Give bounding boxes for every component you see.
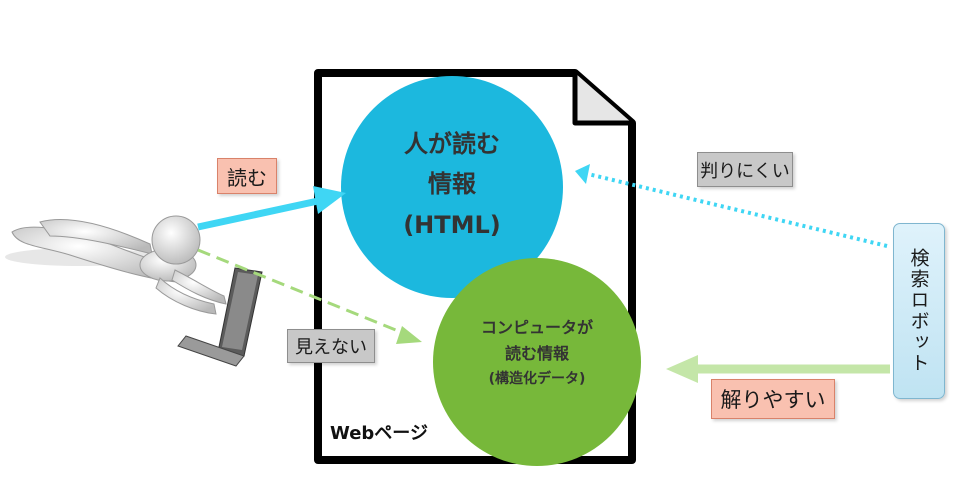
invisible-arrow-head <box>396 326 422 344</box>
read-label: 読む <box>217 158 277 194</box>
easy-to-understand-label: 解りやすい <box>711 379 835 419</box>
search-robot-label: 検索ロボット <box>907 248 930 374</box>
search-robot-box: 検索ロボット <box>893 223 945 399</box>
person-with-laptop-icon <box>5 215 263 367</box>
hard-to-understand-label: 判りにくい <box>697 152 793 187</box>
invisible-arrow <box>197 248 409 337</box>
computer-info-text: コンピュータが 読む情報 (構造化データ) <box>455 317 619 389</box>
human-info-line3: (HTML) <box>403 210 501 239</box>
human-info-line2: 情報 <box>428 170 476 199</box>
human-info-line1: 人が読む <box>404 130 500 158</box>
computer-info-line2: 読む情報 <box>504 343 569 363</box>
read-arrow <box>197 197 319 231</box>
computer-info-line3: (構造化データ) <box>488 371 586 388</box>
computer-info-line1: コンピュータが <box>480 318 593 337</box>
hard-arrow <box>587 172 888 248</box>
read-arrow-head <box>313 186 346 214</box>
computer-info-circle <box>433 258 641 466</box>
invisible-label: 見えない <box>287 329 375 363</box>
easy-arrow-head <box>666 355 698 383</box>
human-info-text: 人が読む 情報 (HTML) <box>372 128 532 241</box>
web-page-label: Webページ <box>330 423 428 444</box>
hard-arrow-head <box>575 164 590 184</box>
human-info-circle <box>341 76 563 298</box>
